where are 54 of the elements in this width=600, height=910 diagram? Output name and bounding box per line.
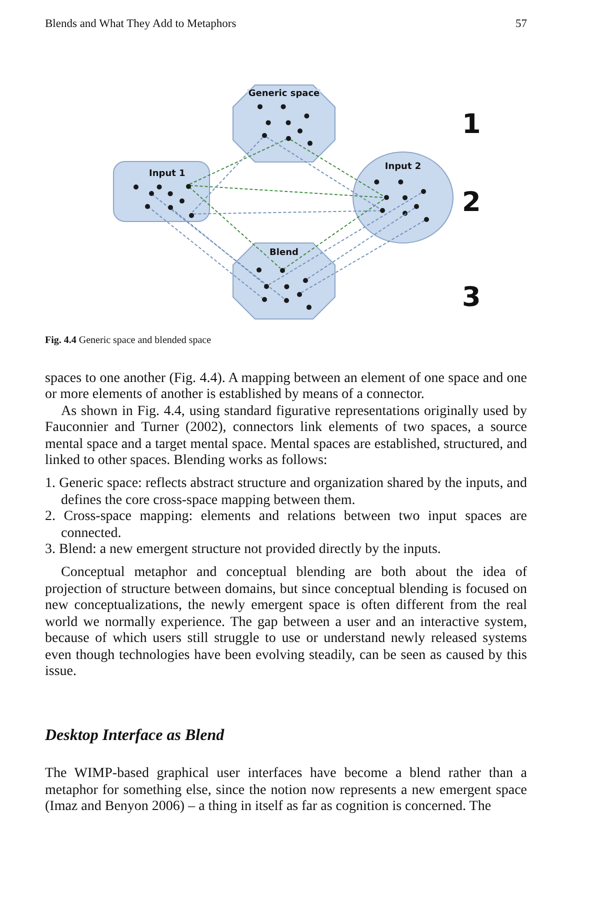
body-paragraph: As shown in Fig. 4.4, using standard figurative representations originally used by Fauconnier and Turner (2002), connectors link elements of two spaces, a source mental space and a target mental space. Mental spaces are established, structured, and linked to other spaces. Blending works as follows: [45, 404, 527, 470]
element-dot [262, 133, 267, 138]
element-dot [264, 284, 270, 288]
dashed-connector [266, 136, 382, 210]
element-dot [144, 204, 150, 208]
space-label: Generic space [247, 89, 321, 100]
page-number: 57 [516, 18, 527, 30]
octagon-space [233, 243, 335, 319]
element-dot [168, 205, 173, 210]
dashed-connector [284, 198, 384, 270]
element-dot [148, 191, 154, 196]
element-dot [420, 189, 426, 194]
dashed-connector [189, 138, 287, 185]
octagon-space [233, 85, 335, 162]
element-dot [280, 268, 285, 272]
space-label: Input 2 [384, 162, 422, 173]
dashed-connector [170, 208, 266, 285]
dashed-connector [188, 186, 281, 269]
element-dot [414, 204, 420, 210]
list-item: 2. Cross-space mapping: elements and relations between two input spaces are connected. [45, 509, 527, 542]
step-number: 1 [462, 110, 481, 140]
body-paragraph: Conceptual metaphor and conceptual blending are both about the idea of projection of structure between domains, but since conceptual blending is focused on new conceptualizations, the newly emergent space is often different from the real world we normally experience. The gap between a user and an interactive system, because of which users still struggle to use or understand newly released systems even though technologies have been evolving steadily, can be seen as caused by this issue. [45, 565, 527, 680]
element-dot [186, 184, 191, 189]
element-dot [286, 136, 291, 141]
body-paragraph: The WIMP-based graphical user interfaces have become a blend rather than a metaphor for something else, since the notion now represents a new emergent space (Imaz and Benyon 2006) – a thing in itself as far as cognition is concerned. The [45, 766, 527, 816]
figure-caption: Fig. 4.4 Generic space and blended space [45, 335, 212, 346]
element-dot [189, 212, 194, 218]
dashed-connector [189, 184, 384, 198]
dashed-connector [147, 206, 263, 298]
element-dot [296, 292, 302, 296]
list-item: 1. Generic space: reflects abstract structure and organization shared by the inputs, and defines the core cross-space mapping between them. [45, 476, 527, 510]
dashed-connector [300, 220, 426, 294]
body-paragraph: spaces to one another (Fig. 4.4). A mapping between an element of one space and one or more elements of another is established by means of a connector. [45, 371, 527, 404]
element-dot [384, 195, 388, 200]
dashed-connector [192, 210, 381, 214]
dashed-connector [268, 192, 422, 286]
section-heading: Desktop Interface as Blend [45, 726, 226, 746]
step-number: 3 [462, 283, 481, 313]
step-number: 2 [462, 188, 481, 218]
element-dot [284, 298, 290, 304]
list-item: 3. Blend: a new emergent structure not provided directly by the inputs. [45, 542, 442, 558]
dashed-connector [192, 137, 264, 213]
running-head: Blends and What They Add to Metaphors [45, 18, 236, 30]
element-dot [262, 296, 266, 302]
element-dot [380, 208, 386, 214]
space-label: Blend [268, 248, 300, 259]
dashed-connector [151, 194, 286, 300]
element-dot [303, 278, 308, 282]
dashed-connector [290, 139, 384, 197]
element-dot [424, 216, 430, 222]
space-label: Input 1 [148, 169, 186, 180]
rounded-space-box [113, 161, 210, 222]
ellipse-space [353, 152, 453, 243]
dashed-connector [307, 208, 416, 280]
